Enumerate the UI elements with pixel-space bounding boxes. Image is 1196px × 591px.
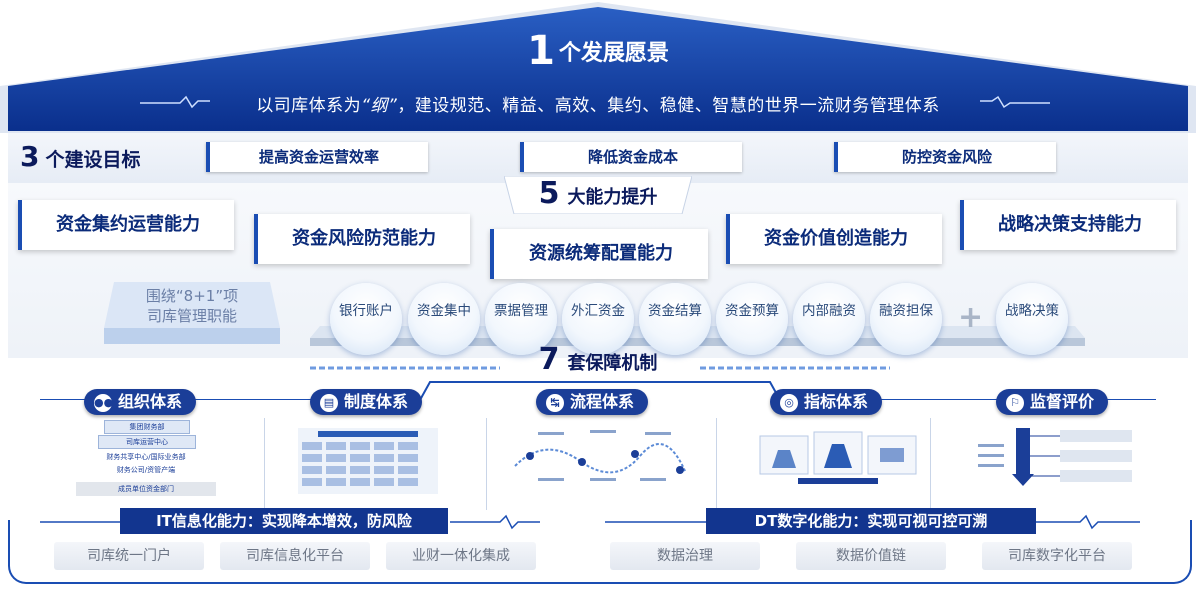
dt-capability-bar: DT数字化能力：实现可视可控可溯 xyxy=(706,508,1036,534)
it-capability-bar: IT信息化能力：实现降本增效，防风险 xyxy=(120,508,448,534)
guarantee-divider xyxy=(40,366,1156,400)
org-pyramid: 集团财务部 司库运营中心 财务共享中心/国际业务部 财务公司/资管产端 成员单位… xyxy=(76,420,216,500)
footer-portal: 司库统一门户 xyxy=(54,542,204,570)
function-financing-guarantee: 融资担保 xyxy=(870,283,942,355)
function-strategic-decision: 战略决策 xyxy=(996,283,1068,355)
function-bank-account: 银行账户 xyxy=(330,283,402,355)
capability-concentration: 资金集约运营能力 xyxy=(18,200,234,250)
function-fund-concentration: 资金集中 xyxy=(408,283,480,355)
system-regulation: ▤制度体系 xyxy=(310,389,423,415)
supervision-illustration xyxy=(978,428,1132,486)
vision-subtitle-post: ，建设规范、精益、高效、集约、稳健、智慧的世界一流财务管理体系 xyxy=(397,96,940,116)
capabilities-title: 5 大能力提升 xyxy=(0,176,1196,211)
capabilities-title-text: 大能力提升 xyxy=(567,187,658,208)
goal-cost: 降低资金成本 xyxy=(520,142,742,172)
functions-label-line1: 围绕“8+1”项 xyxy=(145,287,239,305)
target-icon: ◎ xyxy=(780,393,798,412)
flow-icon: ↹ xyxy=(546,393,564,412)
system-process: ↹流程体系 xyxy=(536,389,649,415)
org-level-3: 财务共享中心/国际业务部 xyxy=(106,453,186,461)
footer-info-platform: 司库信息化平台 xyxy=(220,542,370,570)
functions-label-box xyxy=(104,282,280,344)
supervision-icon: ⚐ xyxy=(1006,393,1024,412)
function-bill-management: 票据管理 xyxy=(485,283,557,355)
wave-line-left xyxy=(140,95,210,109)
capability-resource-allocation: 资源统筹配置能力 xyxy=(490,229,708,279)
divider-4 xyxy=(930,418,931,510)
system-indicator: ◎指标体系 xyxy=(770,389,883,415)
goals-number: 3 xyxy=(20,140,40,173)
goals-title-text: 个建设目标 xyxy=(45,149,141,171)
footer-integration: 业财一体化集成 xyxy=(386,542,536,570)
capabilities-title-tab xyxy=(504,176,692,214)
vision-subtitle-pre: 以司库体系为 xyxy=(256,96,362,116)
org-level-4: 财务公司/资管产端 xyxy=(116,466,176,474)
vision-subtitle-quote: “纲” xyxy=(361,96,398,116)
capability-value-creation: 资金价值创造能力 xyxy=(726,214,942,264)
goal-risk: 防控资金风险 xyxy=(834,142,1056,172)
footer-data-value-chain: 数据价值链 xyxy=(796,542,946,570)
wave-line-right xyxy=(980,95,1050,109)
goal-efficiency: 提高资金运营效率 xyxy=(206,142,428,172)
function-internal-financing: 内部融资 xyxy=(793,283,865,355)
org-level-2: 司库运营中心 xyxy=(98,435,196,449)
functions-label-line2: 司库管理职能 xyxy=(146,307,237,325)
divider-2 xyxy=(486,418,487,510)
functions-label: 围绕“8+1”项 司库管理职能 xyxy=(104,286,280,326)
regulation-chart-illustration xyxy=(298,428,438,494)
capability-bar-lines xyxy=(40,514,1140,530)
org-level-1: 集团财务部 xyxy=(104,420,190,434)
indicator-dashboard-illustration xyxy=(759,431,917,484)
plus-icon: + xyxy=(958,300,984,335)
capability-risk-prevention: 资金风险防范能力 xyxy=(254,214,470,264)
process-flow-illustration xyxy=(514,430,686,481)
vision-number: 1 xyxy=(527,28,555,74)
org-level-5: 成员单位资金部门 xyxy=(76,482,216,496)
document-icon: ▤ xyxy=(320,393,338,412)
capabilities-number: 5 xyxy=(538,176,560,211)
guarantee-title-text: 套保障机制 xyxy=(567,353,658,374)
capability-decision-support: 战略决策支持能力 xyxy=(960,200,1176,250)
people-icon: ●● xyxy=(94,393,113,412)
system-supervision: ⚐监督评价 xyxy=(996,389,1109,415)
guarantee-number: 7 xyxy=(538,342,560,377)
system-organization: ●●组织体系 xyxy=(84,389,197,415)
function-settlement: 资金结算 xyxy=(639,283,711,355)
divider-1 xyxy=(264,418,265,510)
vision-title-text: 个发展愿景 xyxy=(558,41,669,66)
roof-banner xyxy=(0,2,1196,133)
vision-subtitle: 以司库体系为“纲”，建设规范、精益、高效、集约、稳健、智慧的世界一流财务管理体系 xyxy=(0,91,1196,116)
divider-3 xyxy=(716,418,717,510)
bottom-frame xyxy=(8,520,1192,584)
guarantee-title: 7 套保障机制 xyxy=(0,342,1196,377)
function-budget: 资金预算 xyxy=(716,283,788,355)
function-forex: 外汇资金 xyxy=(562,283,634,355)
footer-data-governance: 数据治理 xyxy=(610,542,760,570)
footer-digital-platform: 司库数字化平台 xyxy=(982,542,1132,570)
